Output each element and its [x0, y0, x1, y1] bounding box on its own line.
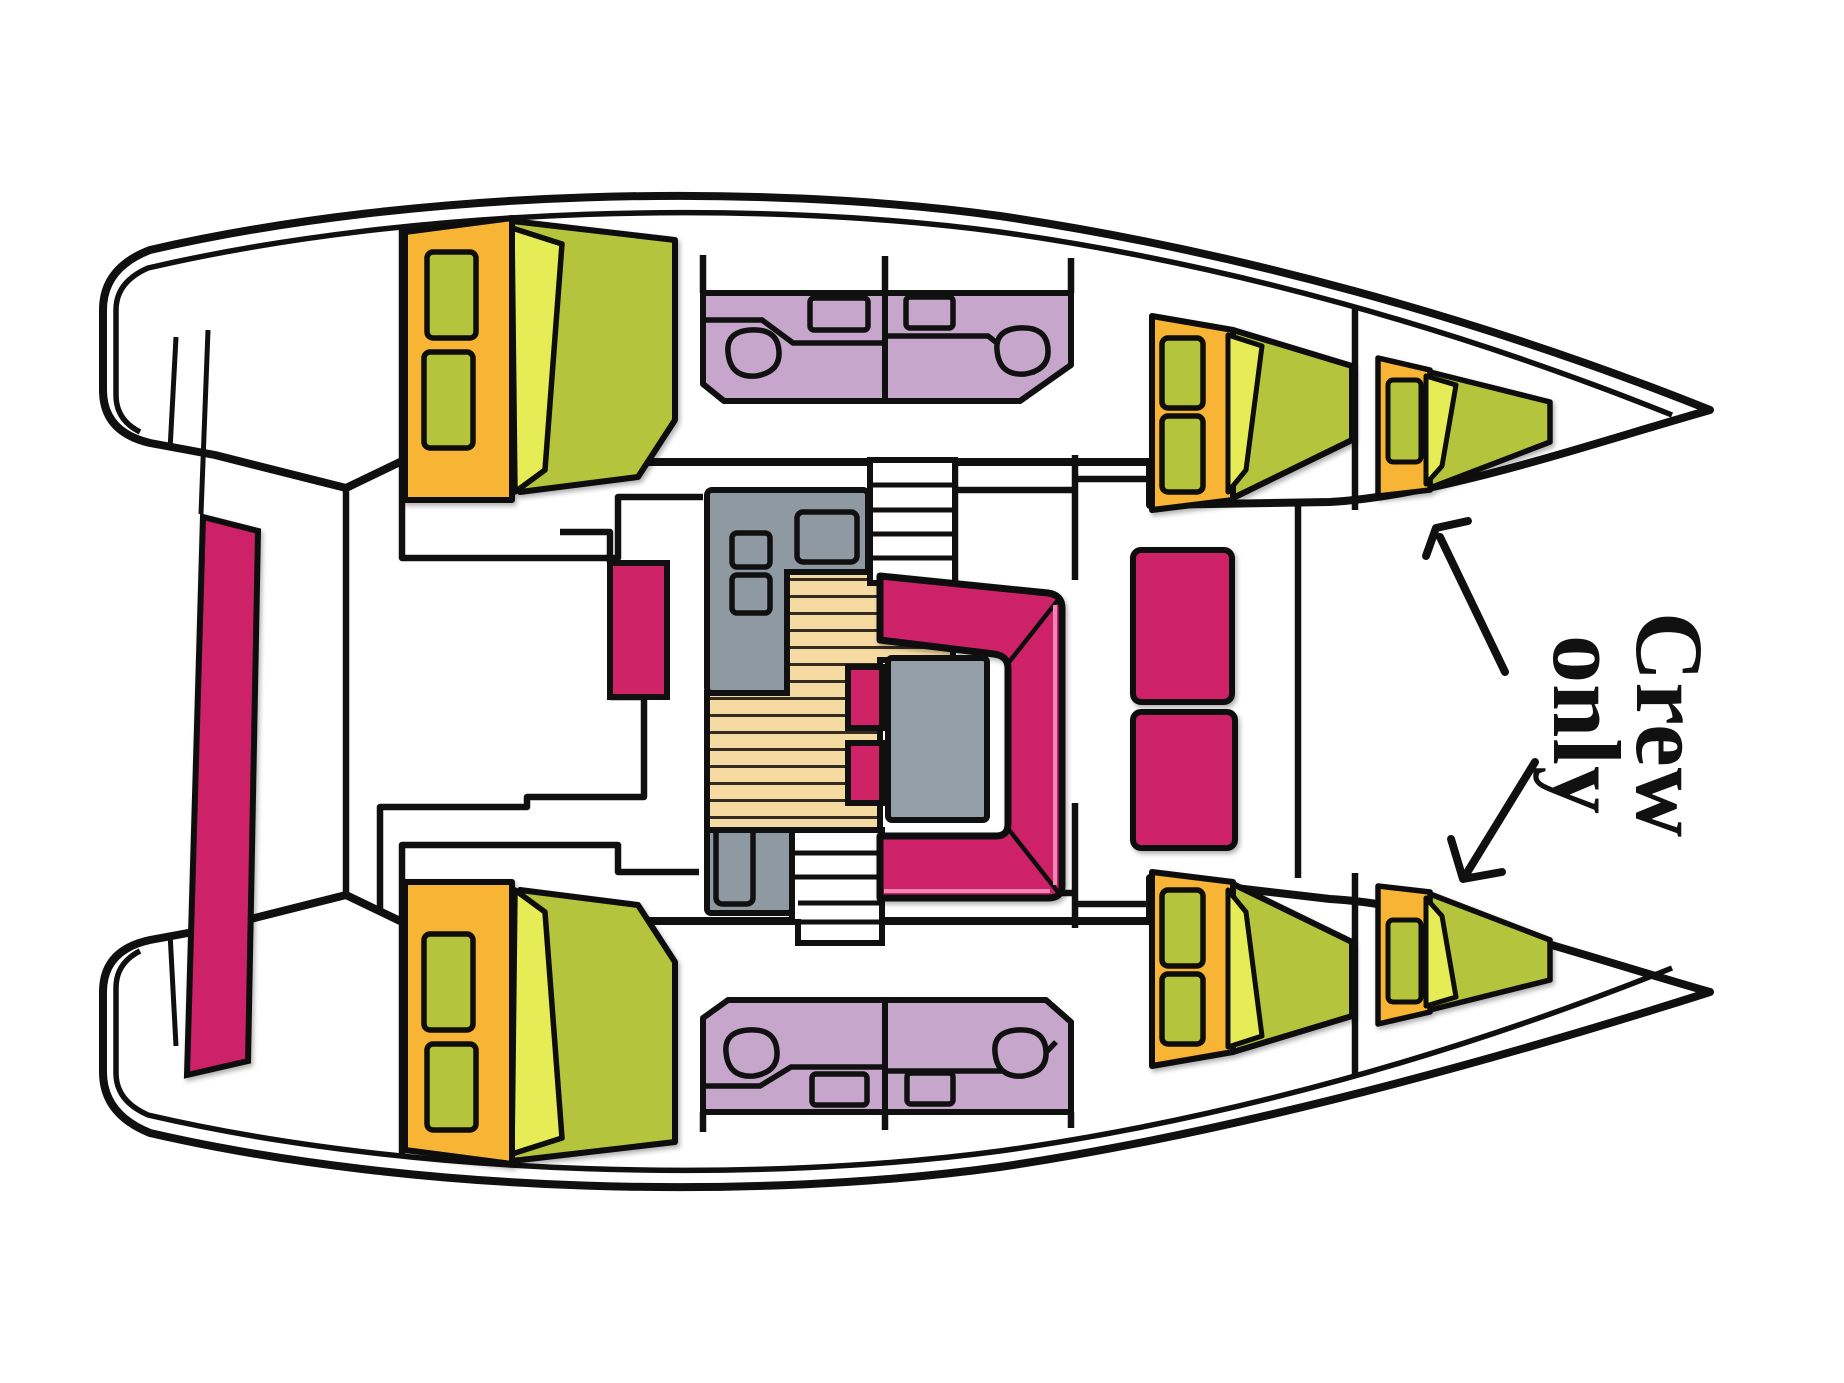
- port-bathroom: [700, 290, 1074, 404]
- arrow-down-head: [1447, 835, 1506, 883]
- toilet-icon: [994, 325, 1051, 377]
- sink-icon: [809, 1071, 870, 1108]
- sink-icon: [904, 1070, 956, 1107]
- starboard-crew-berth-bed: [1375, 883, 1553, 1027]
- starboard-bathroom: [700, 997, 1074, 1115]
- forward-port-bed: [1149, 313, 1355, 513]
- forward-bench-lower: [1130, 709, 1238, 851]
- toilet-icon: [723, 1027, 780, 1079]
- saloon-table: [885, 655, 990, 823]
- port-stairs: [867, 457, 958, 586]
- saloon-settee: [876, 572, 1066, 902]
- starboard-sheer-line: [113, 948, 1674, 1174]
- galley-cabinet-door: [713, 823, 756, 907]
- forward-starboard-bed: [1149, 869, 1355, 1069]
- forward-cockpit-benches: [1130, 547, 1238, 851]
- toilet-icon: [992, 1027, 1049, 1079]
- saloon-wardrobe: [607, 560, 670, 700]
- forward-bench-upper: [1130, 547, 1235, 705]
- aft-cockpit-bench: [183, 513, 262, 1079]
- arrow-down-icon: [1461, 758, 1539, 880]
- galley-sink-small-1: [729, 530, 773, 570]
- sink-icon: [903, 294, 956, 331]
- settee-side-seats: [845, 664, 885, 806]
- port-sheer-line: [113, 209, 1674, 435]
- toilet-icon: [725, 327, 782, 379]
- saloon-east-walls: [1071, 455, 1150, 580]
- arrow-up-head: [1422, 517, 1472, 560]
- port-companionway-walls: [951, 460, 1073, 583]
- port-crew-berth-bed: [1375, 355, 1553, 499]
- aft-starboard-bed: [402, 879, 678, 1167]
- port-stern-steps: [167, 329, 211, 515]
- sink-icon: [807, 295, 871, 333]
- crew-only-label: Crew only: [1500, 575, 1723, 875]
- starboard-stairs: [789, 827, 885, 946]
- aft-port-bed: [402, 215, 678, 503]
- galley-sink-small-2: [729, 572, 773, 616]
- arrow-up-icon: [1436, 533, 1509, 676]
- crew-only-arrows: [1422, 517, 1539, 883]
- galley-sink-large: [794, 509, 860, 565]
